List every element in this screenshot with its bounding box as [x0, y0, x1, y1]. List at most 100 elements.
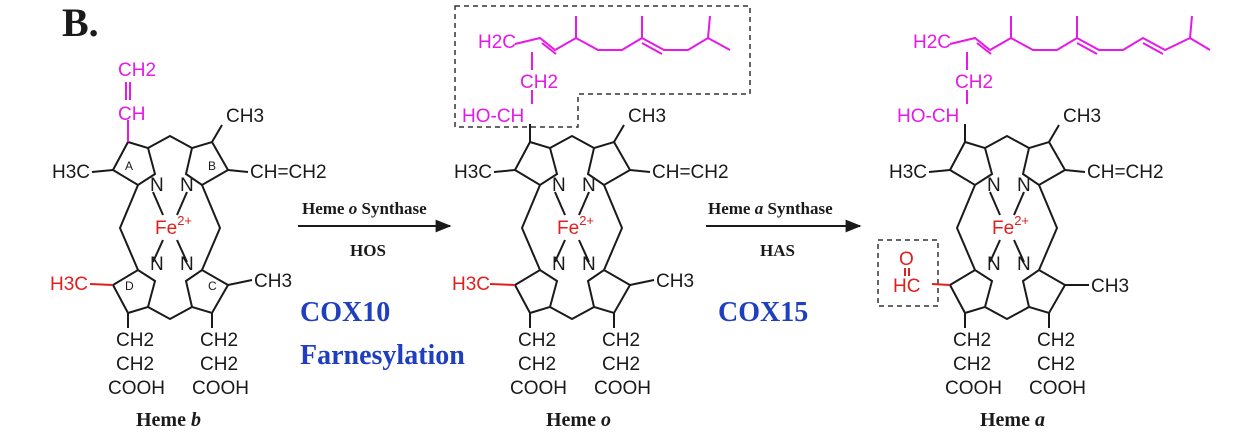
hydroxyethyl-ch2-label-a: CH2 — [955, 72, 993, 93]
methyl-label-b-a: CH3 — [1063, 106, 1101, 127]
methyl-label-b-o: CH3 — [628, 106, 666, 127]
arrow-label-hos: Heme o Synthase — [302, 199, 427, 218]
propionate-ch2-1-right: CH2 — [200, 330, 238, 351]
nitrogen-b-o: N — [582, 175, 596, 196]
vinyl-label-b: CH=CH2 — [250, 162, 327, 183]
propionate-ch2-1-right-o: CH2 — [602, 330, 640, 351]
nitrogen-a: N — [150, 175, 164, 196]
gene-farnesylation: Farnesylation — [300, 340, 465, 371]
formyl-highlight-box — [877, 239, 939, 307]
pyrrole-ring-a — [111, 140, 157, 187]
propionate-ch2-1-left-a: CH2 — [953, 330, 991, 351]
farnesyl-h2c-label-a: H2C — [913, 32, 951, 53]
methyl-bond-b — [211, 124, 223, 143]
propionate-cooh-left: COOH — [108, 378, 165, 399]
formyl-hc-label: HC — [893, 276, 920, 297]
nitrogen-d: N — [150, 254, 164, 275]
arrow-label-has: Heme a Synthase — [708, 199, 833, 218]
methyl-label-d: H3C — [50, 274, 88, 295]
heme-b-molecule — [89, 120, 253, 328]
caption-heme-a: Heme a — [980, 409, 1045, 431]
vinyl-label-o: CH=CH2 — [652, 162, 729, 183]
ring-letter-c: C — [208, 279, 217, 293]
propionate-ch2-1-left: CH2 — [116, 330, 154, 351]
nitrogen-d-a: N — [987, 254, 1001, 275]
methyl-label-b: CH3 — [226, 106, 264, 127]
farnesyl-highlight-box — [454, 5, 751, 128]
hydroxyethyl-hoch-label-a: HO-CH — [897, 106, 959, 127]
methyl-label-a-o: H3C — [454, 162, 492, 183]
pyrrole-ring-c — [184, 268, 230, 315]
nitrogen-c-o: N — [582, 254, 596, 275]
nitrogen-b-a: N — [1017, 175, 1031, 196]
propionate-ch2-1-right-a: CH2 — [1037, 330, 1075, 351]
propionate-ch2-2-left-o: CH2 — [518, 354, 556, 375]
hydroxyethyl-hoch-label: HO-CH — [462, 106, 524, 127]
methine-bridge-left — [118, 184, 139, 271]
vinyl-bond-b — [227, 169, 249, 173]
ring-letter-b: B — [208, 159, 216, 173]
methyl-label-a-a: H3C — [889, 162, 927, 183]
nitrogen-c: N — [180, 254, 194, 275]
methine-bridge-right — [201, 184, 222, 271]
farnesyl-chain-heme-o — [514, 15, 731, 104]
vinyl-ch-label: CH — [118, 104, 145, 125]
iron-label: Fe2+ — [155, 213, 192, 239]
propionate-ch2-2-right-o: CH2 — [602, 354, 640, 375]
heme-b-labels: CH2 CH CH3 CH=CH2 H3C H3C CH3 N N N N Fe… — [50, 60, 327, 399]
gene-cox10: COX10 — [300, 297, 390, 328]
methyl-label-c-a: CH3 — [1091, 276, 1129, 297]
methyl-bond-c — [227, 279, 253, 286]
methyl-label-d-o: H3C — [452, 274, 490, 295]
heme-o-molecule — [489, 124, 655, 328]
heme-a-molecule — [928, 124, 1089, 328]
arrow-abbr-has: HAS — [760, 241, 795, 260]
n-fe-bond-a — [152, 191, 164, 216]
propionate-ch2-1-left-o: CH2 — [518, 330, 556, 351]
vinyl-ch2-label: CH2 — [118, 60, 156, 81]
farnesyl-h2c-label: H2C — [478, 32, 516, 53]
propionate-ch2-2-right: CH2 — [200, 354, 238, 375]
propionate-ch2-2-right-a: CH2 — [1037, 354, 1075, 375]
propionate-cooh-left-o: COOH — [510, 378, 567, 399]
propionate-ch2-2-left-a: CH2 — [953, 354, 991, 375]
hydroxyethyl-ch2-label: CH2 — [520, 72, 558, 93]
propionate-cooh-right-a: COOH — [1029, 378, 1086, 399]
nitrogen-d-o: N — [552, 254, 566, 275]
n-fe-bond-d — [152, 239, 164, 263]
nitrogen-b: N — [180, 175, 194, 196]
panel-label: B. — [62, 0, 99, 45]
pyrrole-ring-b — [184, 140, 230, 187]
methyl-bond-d — [89, 283, 114, 286]
gene-cox15: COX15 — [718, 297, 808, 328]
caption-heme-b: Heme b — [136, 409, 201, 431]
methine-bridge-top — [147, 134, 193, 149]
methyl-label-c-o: CH3 — [656, 271, 694, 292]
iron-label-o: Fe2+ — [557, 213, 594, 239]
methine-bridge-bottom — [147, 306, 193, 321]
n-fe-bond-c — [176, 239, 188, 263]
formyl-double-bond — [904, 268, 910, 276]
methyl-label-a: H3C — [52, 162, 90, 183]
ring-letter-d: D — [125, 279, 134, 293]
pyrrole-ring-d — [111, 268, 157, 315]
ring-letter-a: A — [125, 159, 133, 173]
vinyl-label-a: CH=CH2 — [1087, 162, 1164, 183]
propionate-ch2-2-left: CH2 — [116, 354, 154, 375]
propionate-cooh-right: COOH — [192, 378, 249, 399]
n-fe-bond-b — [176, 191, 188, 216]
methyl-bond-a — [91, 169, 114, 173]
propionate-cooh-left-a: COOH — [945, 378, 1002, 399]
nitrogen-c-a: N — [1017, 254, 1031, 275]
methyl-label-c: CH3 — [254, 271, 292, 292]
arrow-abbr-hos: HOS — [350, 241, 386, 260]
heme-a-labels: H2C CH2 HO-CH CH3 CH=CH2 H3C O HC CH3 N … — [889, 32, 1164, 399]
propionate-cooh-right-o: COOH — [594, 378, 651, 399]
farnesyl-chain-heme-a — [949, 15, 1211, 104]
iron-label-a: Fe2+ — [992, 213, 1029, 239]
heme-o-labels: H2C CH2 HO-CH CH3 CH=CH2 H3C H3C CH3 N N… — [452, 32, 729, 399]
nitrogen-a-a: N — [987, 175, 1001, 196]
ring-letters: A B C D — [125, 159, 217, 293]
formyl-oxygen-label: O — [899, 249, 914, 270]
